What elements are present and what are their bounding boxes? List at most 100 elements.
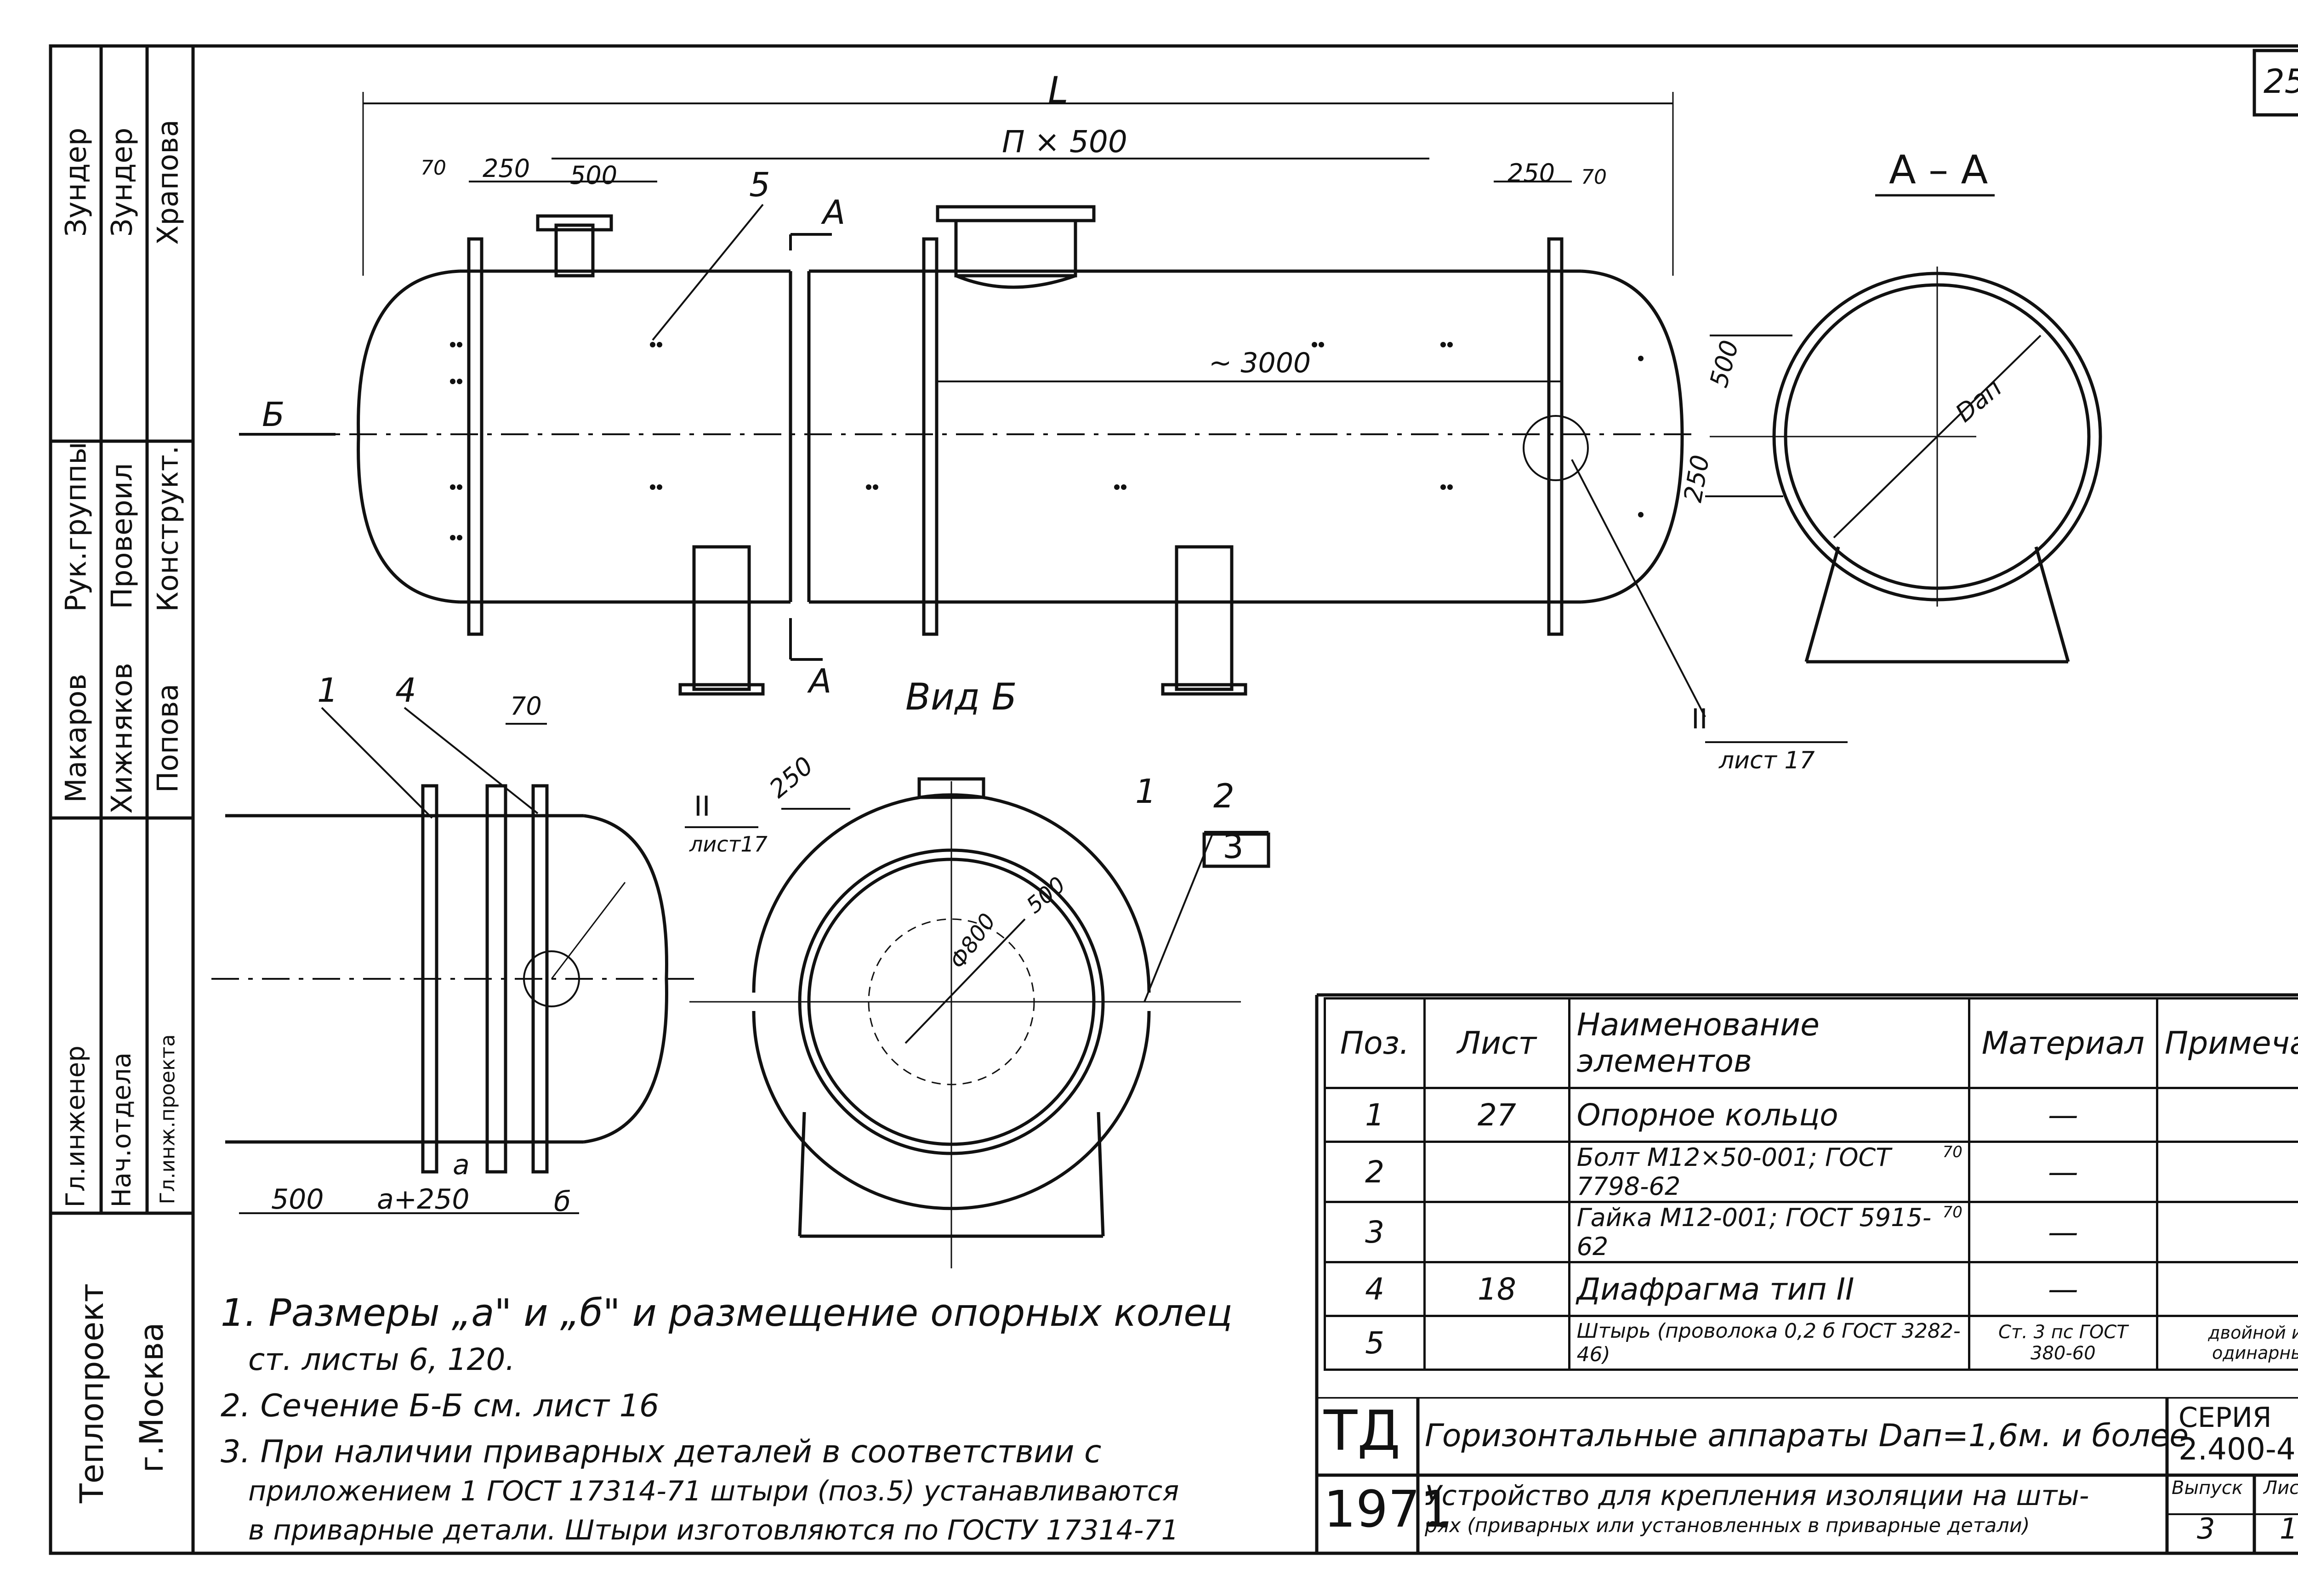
spec-superscript: 70 xyxy=(1942,1143,1962,1161)
spec-note xyxy=(2156,1087,2298,1143)
side-name-4: Зундер xyxy=(59,127,93,237)
note-line: 3. При наличии приварных деталей в соотв… xyxy=(221,1434,1102,1470)
title-year: 1971 xyxy=(1324,1480,1452,1539)
section-mark-bottom: А xyxy=(809,662,832,700)
leader-1-view: 1 xyxy=(1135,772,1156,811)
callout-roman: II xyxy=(1691,703,1708,735)
note-line: в приварные детали. Штыри изготовляются … xyxy=(248,1514,1179,1546)
callout-roman-2: II xyxy=(694,790,711,823)
dim-500-left: 500 xyxy=(570,161,618,190)
spec-name: Диафрагма тип II xyxy=(1568,1261,1970,1317)
spec-header-row: Поз. Лист Наименование элементов Материа… xyxy=(1323,997,2298,1089)
spec-material: Ст. 3 пс ГОСТ 380-60 xyxy=(1968,1315,2158,1371)
dim-a-plus-250: а+250 xyxy=(377,1183,470,1215)
section-title: А – А xyxy=(1889,147,1988,193)
leader-2-view: 2 xyxy=(1213,777,1234,815)
side-role-group-lead: Рук.группы xyxy=(59,442,93,612)
dim-a: а xyxy=(453,1149,470,1181)
spec-name: Опорное кольцо xyxy=(1568,1087,1970,1143)
title-line-3: рях (приварных или установленных в прива… xyxy=(1425,1514,2030,1537)
view-arrow-b: Б xyxy=(262,395,285,434)
view-title: Вид Б xyxy=(905,676,1017,718)
side-name-2: Хижняков xyxy=(105,663,139,814)
spec-sheet: 18 xyxy=(1423,1261,1570,1317)
spec-note xyxy=(2156,1141,2298,1203)
side-city: г.Москва xyxy=(133,1322,171,1473)
side-name-5: Зундер xyxy=(105,127,139,237)
spec-row: 3 Гайка М12-001; ГОСТ 5915-62 70 — xyxy=(1323,1201,2298,1263)
title-block-frame xyxy=(1317,1397,2298,1553)
title-org-mark: ТД xyxy=(1324,1399,1401,1463)
spec-note: двойной или одинарный. xyxy=(2156,1315,2298,1371)
title-line-1: Горизонтальные аппараты Dап=1,6м. и боле… xyxy=(1425,1418,2189,1454)
spec-material: — xyxy=(1968,1141,2158,1203)
spec-header-pos: Поз. xyxy=(1323,997,1426,1089)
side-role-checked: Проверил xyxy=(105,463,139,609)
spec-name-text: Болт М12×50-001; ГОСТ 7798-62 xyxy=(1576,1143,1891,1201)
side-role-project-engineer: Гл.инж.проекта xyxy=(156,1034,180,1204)
spec-name: Болт М12×50-001; ГОСТ 7798-62 70 xyxy=(1568,1141,1970,1203)
spec-row: 4 18 Диафрагма тип II — xyxy=(1323,1261,2298,1317)
dim-b: б xyxy=(554,1186,571,1218)
spec-row: 1 27 Опорное кольцо — xyxy=(1323,1087,2298,1143)
side-name-1: Макаров xyxy=(59,674,93,803)
series-value: 2.400-4 xyxy=(2179,1431,2296,1467)
leader-3-view: 3 xyxy=(1223,827,1244,866)
series-label: СЕРИЯ xyxy=(2179,1402,2272,1434)
issue-label: Выпуск xyxy=(2172,1477,2243,1499)
spec-header-note: Примечание xyxy=(2156,997,2298,1089)
title-line-2: Устройство для крепления изоляции на шты… xyxy=(1425,1480,2089,1512)
leader-5: 5 xyxy=(749,165,770,204)
spec-material: — xyxy=(1968,1201,2158,1263)
spec-header-material: Материал xyxy=(1968,997,2158,1089)
callout-sheet-2: лист17 xyxy=(689,832,768,857)
sheet-label: Лист xyxy=(2264,1477,2298,1499)
side-organization: Теплопроект xyxy=(73,1283,111,1503)
spec-name-text: Гайка М12-001; ГОСТ 5915-62 xyxy=(1576,1203,1932,1261)
leader-4: 4 xyxy=(395,671,416,710)
side-name-6: Храпова xyxy=(151,119,185,245)
dim-70-side: 70 xyxy=(510,692,542,721)
spec-superscript: 70 xyxy=(1942,1203,1962,1221)
note-line: приложением 1 ГОСТ 17314-71 штыри (поз.5… xyxy=(248,1475,1179,1507)
spec-table: Поз. Лист Наименование элементов Материа… xyxy=(1323,997,2298,1371)
side-role-dept-head: Нач.отдела xyxy=(107,1052,137,1208)
dim-70-left: 70 xyxy=(421,156,446,180)
spec-sheet xyxy=(1423,1201,1570,1263)
spec-pos: 5 xyxy=(1323,1315,1426,1371)
spec-material: — xyxy=(1968,1087,2158,1143)
spec-pos: 1 xyxy=(1323,1087,1426,1143)
sheet-number: 25а xyxy=(2264,62,2298,101)
spec-header-sheet: Лист xyxy=(1423,997,1570,1089)
spec-sheet xyxy=(1423,1141,1570,1203)
section-mark-top: А xyxy=(823,193,846,232)
side-role-chief-engineer: Гл.инженер xyxy=(61,1045,91,1208)
side-name-3: Попова xyxy=(151,683,185,793)
spec-pos: 2 xyxy=(1323,1141,1426,1203)
leader-1: 1 xyxy=(317,671,338,710)
callout-sheet: лист 17 xyxy=(1719,747,1815,774)
spec-row: 5 Штырь (проволока 0,2 б ГОСТ 3282-46) С… xyxy=(1323,1315,2298,1371)
note-line: 2. Сечение Б-Б см. лист 16 xyxy=(221,1388,660,1424)
sheet-value: 14 xyxy=(2280,1512,2298,1545)
dim-L: L xyxy=(1048,69,1069,112)
dim-500-side: 500 xyxy=(271,1183,324,1215)
spec-pos: 3 xyxy=(1323,1201,1426,1263)
spec-name: Гайка М12-001; ГОСТ 5915-62 70 xyxy=(1568,1201,1970,1263)
dim-250-right: 250 xyxy=(1507,159,1555,187)
spec-name: Штырь (проволока 0,2 б ГОСТ 3282-46) xyxy=(1568,1315,1970,1371)
dim-n-x-500: П × 500 xyxy=(1002,124,1127,159)
spec-sheet: 27 xyxy=(1423,1087,1570,1143)
spec-pos: 4 xyxy=(1323,1261,1426,1317)
dim-3000: ~ 3000 xyxy=(1209,347,1311,379)
spec-note xyxy=(2156,1261,2298,1317)
note-line: 1. Размеры „а" и „б" и размещение опорны… xyxy=(221,1291,1233,1335)
spec-row: 2 Болт М12×50-001; ГОСТ 7798-62 70 — xyxy=(1323,1141,2298,1203)
dim-70-right: 70 xyxy=(1581,165,1607,189)
dim-250-left: 250 xyxy=(483,154,530,183)
side-role-designer: Конструкт. xyxy=(151,445,185,612)
spec-material: — xyxy=(1968,1261,2158,1317)
issue-value: 3 xyxy=(2197,1512,2215,1545)
spec-sheet xyxy=(1423,1315,1570,1371)
